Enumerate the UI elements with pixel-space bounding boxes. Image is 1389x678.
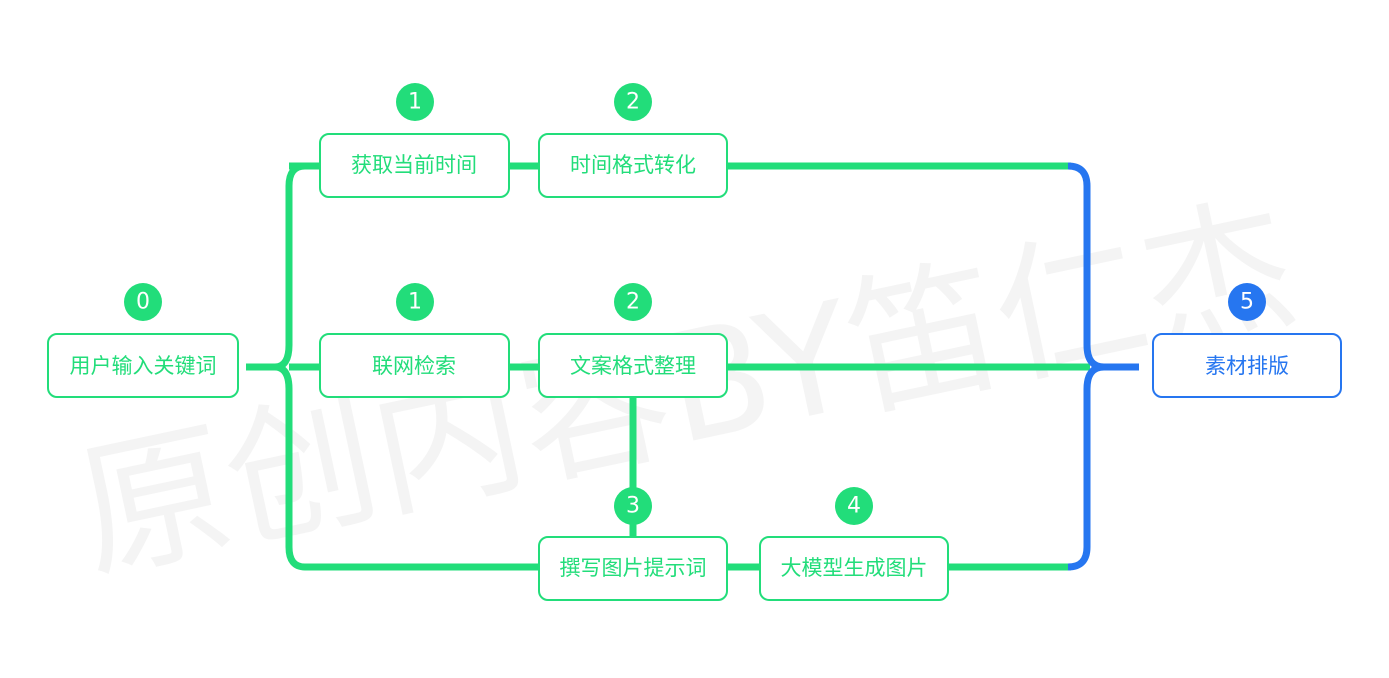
node-write-prompt[interactable]: 撰写图片提示词 bbox=[538, 536, 728, 601]
step-badge-generate-image: 4 bbox=[835, 487, 873, 525]
node-label: 大模型生成图片 bbox=[781, 556, 928, 580]
node-get-time[interactable]: 获取当前时间 bbox=[319, 133, 510, 198]
node-box bbox=[759, 536, 949, 601]
node-box bbox=[319, 333, 510, 398]
step-badge-time-format: 2 bbox=[614, 83, 652, 121]
node-label: 素材排版 bbox=[1205, 354, 1289, 378]
step-badge-get-time: 1 bbox=[396, 83, 434, 121]
blue-connectors bbox=[1067, 162, 1139, 571]
badge-circle bbox=[124, 283, 162, 321]
node-label: 文案格式整理 bbox=[570, 354, 696, 378]
step-badge-write-prompt: 3 bbox=[614, 487, 652, 525]
node-box bbox=[538, 133, 728, 198]
node-user-input[interactable]: 用户输入关键词 bbox=[47, 333, 239, 398]
step-badge-layout: 5 bbox=[1228, 283, 1266, 321]
badge-number: 1 bbox=[408, 290, 422, 315]
node-layout[interactable]: 素材排版 bbox=[1152, 333, 1342, 398]
badge-circle bbox=[614, 487, 652, 525]
badge-circle bbox=[614, 283, 652, 321]
badge-number: 0 bbox=[136, 290, 150, 315]
node-box bbox=[538, 333, 728, 398]
node-box bbox=[47, 333, 239, 398]
badge-circle bbox=[835, 487, 873, 525]
step-badge-web-search: 1 bbox=[396, 283, 434, 321]
badge-number: 2 bbox=[626, 290, 640, 315]
node-label: 联网检索 bbox=[372, 354, 456, 378]
badge-circle bbox=[396, 83, 434, 121]
badge-number: 2 bbox=[626, 90, 640, 115]
node-label: 撰写图片提示词 bbox=[560, 556, 707, 580]
node-text-format[interactable]: 文案格式整理 bbox=[538, 333, 728, 398]
badge-number: 5 bbox=[1240, 290, 1254, 315]
node-generate-image[interactable]: 大模型生成图片 bbox=[759, 536, 949, 601]
node-time-format[interactable]: 时间格式转化 bbox=[538, 133, 728, 198]
badge-circle bbox=[1228, 283, 1266, 321]
badge-number: 3 bbox=[626, 494, 640, 519]
badge-circle bbox=[614, 83, 652, 121]
node-box bbox=[319, 133, 510, 198]
badge-circle bbox=[396, 283, 434, 321]
node-label: 时间格式转化 bbox=[570, 153, 696, 177]
badge-number: 4 bbox=[847, 494, 861, 519]
node-label: 获取当前时间 bbox=[351, 153, 477, 177]
node-label: 用户输入关键词 bbox=[70, 354, 217, 378]
badge-number: 1 bbox=[408, 90, 422, 115]
left-brace bbox=[271, 162, 306, 571]
step-badge-user-input: 0 bbox=[124, 283, 162, 321]
node-box bbox=[1152, 333, 1342, 398]
node-web-search[interactable]: 联网检索 bbox=[319, 333, 510, 398]
node-box bbox=[538, 536, 728, 601]
step-badge-text-format: 2 bbox=[614, 283, 652, 321]
